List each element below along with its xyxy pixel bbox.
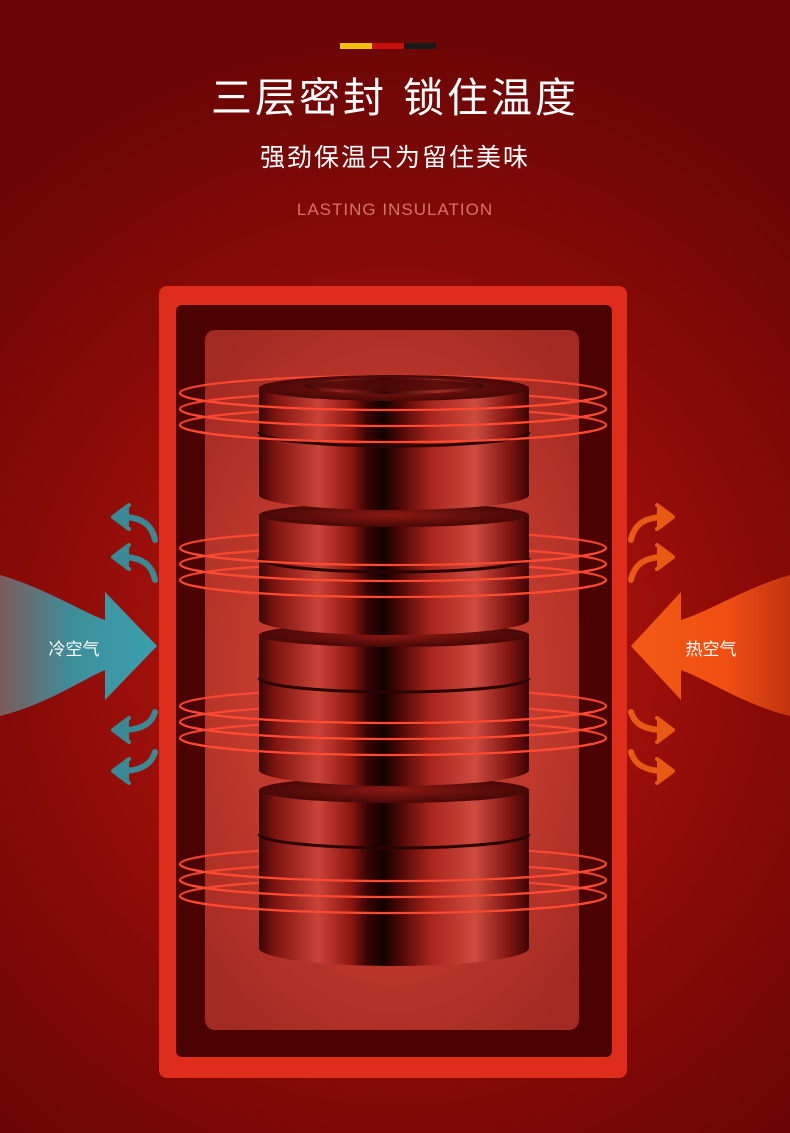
hot-air-arrow-icon: [628, 749, 675, 785]
tagline: LASTING INSULATION: [296, 200, 494, 219]
cold-air-arrow-icon: [111, 709, 158, 744]
page-subtitle: 强劲保温只为留住美味: [259, 143, 530, 172]
flag-stripe-yellow: [340, 43, 372, 49]
flag-stripe-black: [404, 43, 436, 49]
hot-air-label: 热空气: [685, 640, 737, 660]
hot-air-small-arrows: [628, 503, 675, 785]
cold-air-arrow-icon: [0, 575, 157, 716]
hot-air-arrow-icon: [628, 503, 675, 543]
insulation-rings-front: [178, 392, 608, 915]
hot-air-arrow-icon: [628, 543, 675, 583]
cold-air-small-arrows: [111, 503, 158, 785]
cold-air-arrow-icon: [111, 543, 158, 583]
hot-air-arrow-icon: [628, 709, 675, 744]
page-title: 三层密封 锁住温度: [210, 74, 580, 122]
cold-air-arrow-icon: [111, 503, 158, 543]
food-container-stack-icon: [257, 375, 531, 966]
flag-stripe-red: [372, 43, 404, 49]
flag-stripe: [340, 43, 436, 49]
hot-air-arrow-icon: [631, 575, 790, 716]
cold-air-arrow-icon: [111, 749, 158, 785]
cold-air-label: 冷空气: [48, 640, 100, 660]
